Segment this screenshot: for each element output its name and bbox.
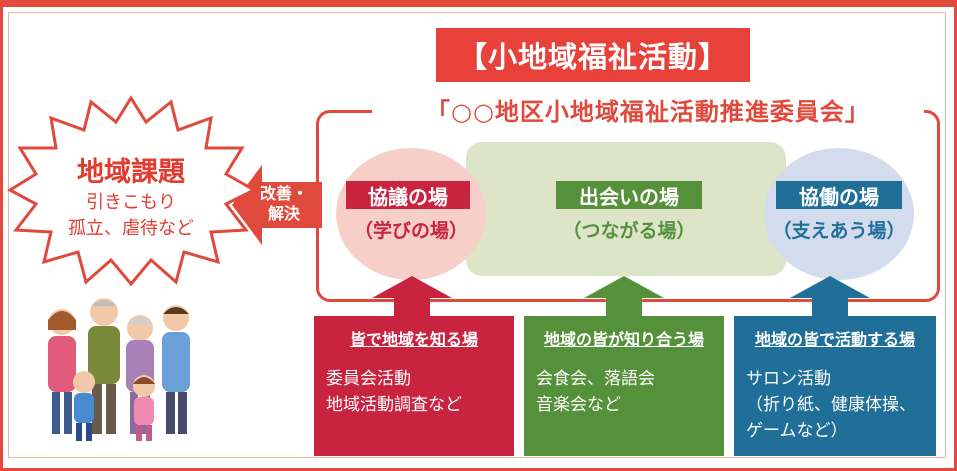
place-label-collaboration: 協働の場 bbox=[776, 181, 902, 209]
activity-box-header: 皆で地域を知る場 bbox=[349, 330, 478, 349]
place-label-consultation: 協議の場 bbox=[346, 181, 470, 209]
activity-box-header: 地域の皆が知り合う場 bbox=[543, 330, 704, 349]
arrow-label-line1: 改善・ bbox=[259, 184, 308, 203]
consultation-circle bbox=[336, 148, 486, 280]
activity-line: 地域活動調査など bbox=[326, 395, 462, 415]
arrow-label: 改善・ 解決 bbox=[252, 184, 316, 224]
activity-line: （折り紙、健康体操、 bbox=[746, 395, 916, 415]
up-arrow-green-icon bbox=[584, 276, 664, 318]
place-sub-collaboration: （支えあう場） bbox=[772, 220, 906, 242]
activity-box-header: 地域の皆で活動する場 bbox=[754, 330, 915, 349]
collaboration-circle bbox=[764, 148, 914, 280]
place-sub-consultation: （学びの場） bbox=[353, 220, 468, 242]
issue-line2: 孤立、虐待など bbox=[68, 218, 194, 239]
activity-box-body: 会食会、落語会 音楽会など bbox=[536, 366, 655, 418]
up-arrow-blue-icon bbox=[790, 276, 870, 318]
activity-box-body: 委員会活動 地域活動調査など bbox=[326, 366, 462, 418]
activity-line: 音楽会など bbox=[536, 395, 621, 415]
issue-line1: 引きこもり bbox=[86, 192, 176, 213]
activity-line: サロン活動 bbox=[746, 369, 831, 389]
place-label-meeting: 出会いの場 bbox=[556, 181, 702, 209]
place-sub-meeting: （つながる場） bbox=[562, 220, 696, 242]
meeting-place-background bbox=[466, 142, 786, 276]
diagram-title: 【小地域福祉活動】 bbox=[436, 28, 750, 82]
arrow-label-line2: 解決 bbox=[267, 204, 300, 223]
committee-label: 「○○地区小地域福祉活動推進委員会」 bbox=[372, 92, 924, 126]
activity-box-green: 地域の皆が知り合う場 会食会、落語会 音楽会など bbox=[524, 316, 724, 456]
activity-box-red: 皆で地域を知る場 委員会活動 地域活動調査など bbox=[314, 316, 514, 456]
activity-line: 会食会、落語会 bbox=[536, 369, 655, 389]
activity-line: 委員会活動 bbox=[326, 369, 411, 389]
activity-box-blue: 地域の皆で活動する場 サロン活動 （折り紙、健康体操、 ゲームなど） bbox=[734, 316, 936, 456]
inner-frame bbox=[8, 12, 946, 458]
issue-title: 地域課題 bbox=[77, 157, 185, 188]
family-illustration bbox=[48, 298, 190, 441]
activity-box-body: サロン活動 （折り紙、健康体操、 ゲームなど） bbox=[746, 366, 916, 444]
activity-line: ゲームなど） bbox=[746, 421, 848, 441]
left-arrow-icon bbox=[232, 165, 322, 245]
issue-burst-shape bbox=[6, 95, 256, 287]
up-arrow-red-icon bbox=[372, 276, 452, 318]
